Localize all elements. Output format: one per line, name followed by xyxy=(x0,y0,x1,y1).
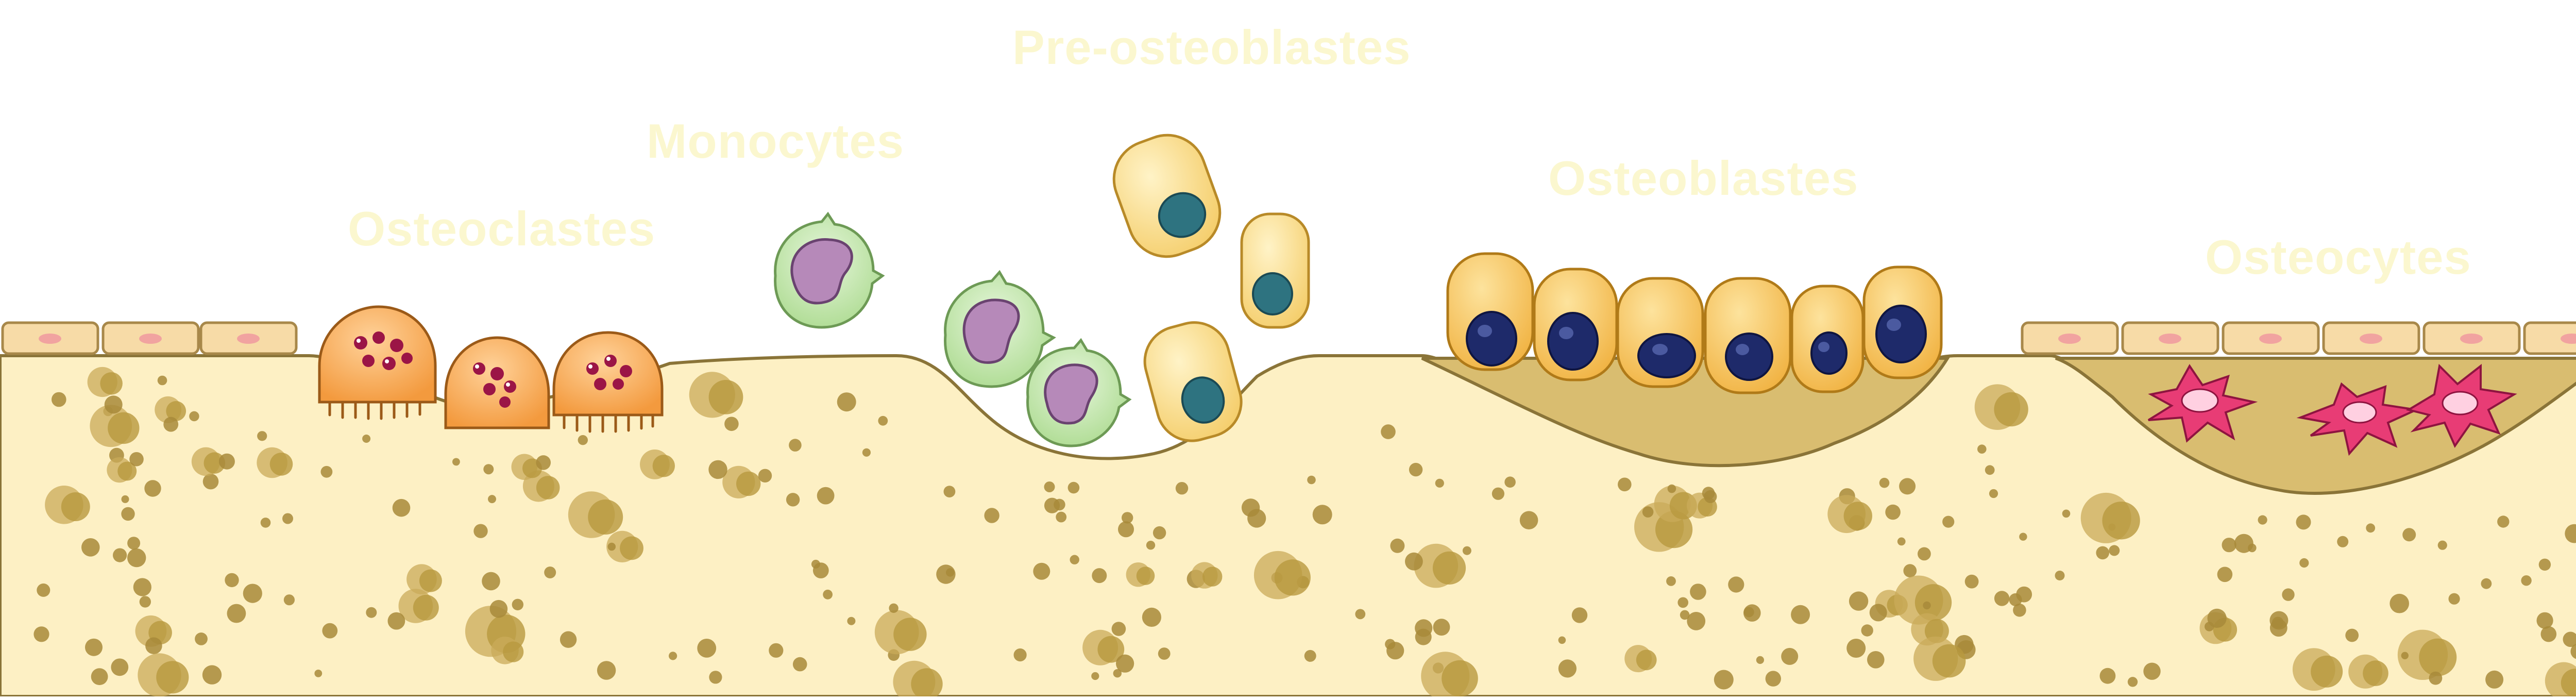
osteoblast-cell xyxy=(1864,267,1941,378)
pre-osteoblast-cell xyxy=(1242,214,1309,327)
lining-cell xyxy=(2223,323,2318,354)
osteoblast-cell xyxy=(1705,278,1790,393)
osteoblast-cell xyxy=(1618,278,1703,387)
lining-cell xyxy=(2022,323,2117,354)
osteoblast-cell xyxy=(1448,254,1533,370)
label-monocytes: Monocytes xyxy=(647,113,904,169)
monocyte-cell xyxy=(775,214,883,327)
label-osteoblasts: Osteoblastes xyxy=(1548,151,1858,206)
lining-cell xyxy=(2324,323,2419,354)
lining-cell xyxy=(2524,323,2576,354)
label-pre-osteoblasts: Pre-osteoblastes xyxy=(1012,20,1411,75)
monocyte-cell xyxy=(1028,340,1129,446)
label-osteoclasts: Osteoclastes xyxy=(348,201,655,257)
lining-cell xyxy=(2123,323,2218,354)
pre-osteoblast-cell xyxy=(1103,124,1231,268)
osteoblast-cell xyxy=(1534,269,1617,380)
lining-cell xyxy=(201,323,296,354)
osteoblast-cell xyxy=(1792,286,1863,392)
lining-cell xyxy=(2424,323,2519,354)
osteoclast-cell xyxy=(446,338,549,428)
label-osteocytes: Osteocytes xyxy=(2205,229,2471,285)
lining-cell xyxy=(103,323,198,354)
lining-cell xyxy=(3,323,98,354)
osteoclast-cell xyxy=(319,307,435,419)
